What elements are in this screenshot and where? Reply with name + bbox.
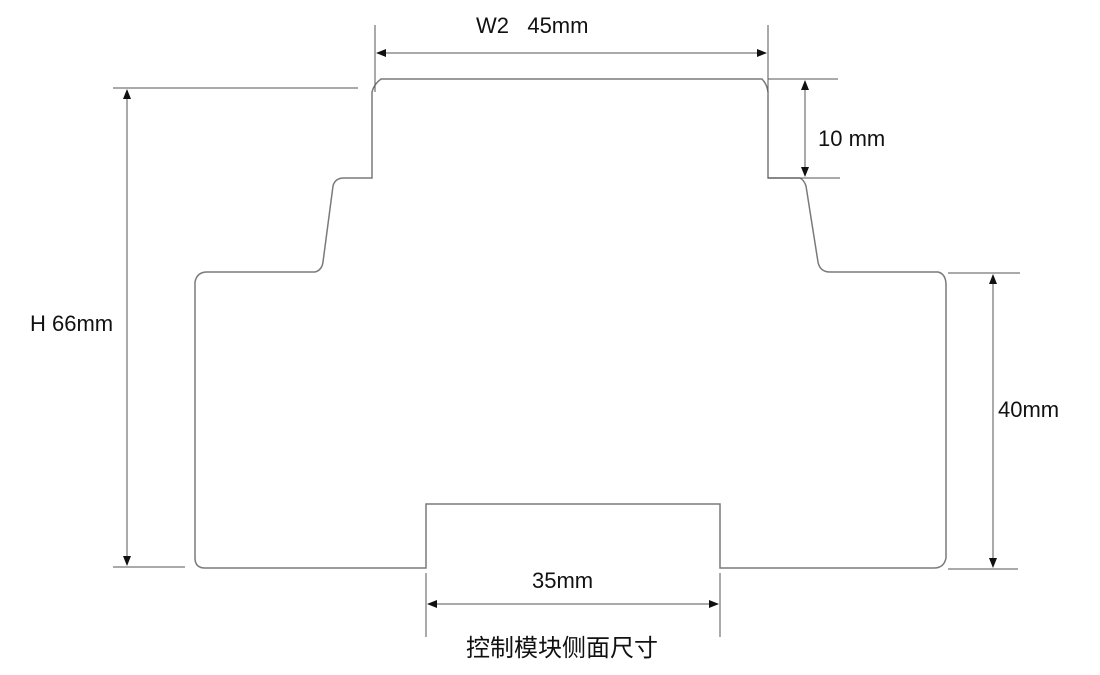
dimension-40mm (948, 272, 1020, 570)
label-40mm: 40mm (998, 397, 1060, 422)
dimension-10mm (768, 78, 840, 179)
label-35mm: 35mm (532, 568, 594, 593)
dimension-h66 (113, 87, 358, 568)
caption: 控制模块侧面尺寸 (466, 634, 658, 662)
dimension-35mm (425, 573, 721, 637)
label-10mm: 10 mm (818, 126, 886, 151)
module-outline (194, 78, 947, 569)
dimension-w2 (374, 25, 769, 92)
label-h66: H 66mm (30, 311, 114, 336)
label-w2: W2 45mm (476, 13, 589, 38)
